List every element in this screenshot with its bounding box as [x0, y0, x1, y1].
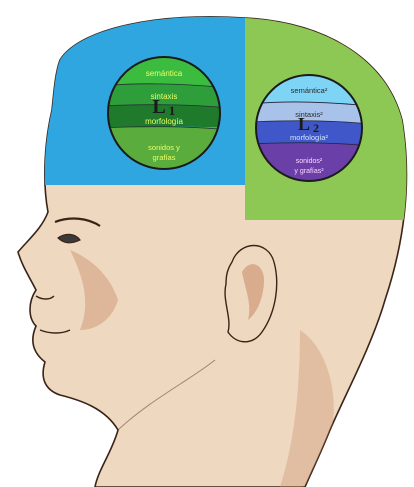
l2-layer-morphology: morfología²	[290, 133, 328, 142]
l1-layer-sounds: sonidos y	[148, 143, 180, 152]
l1-symbol: L	[152, 96, 165, 118]
head-illustration	[18, 10, 414, 487]
l1-subscript: 1	[169, 103, 176, 118]
l2-layer-semantics: semántica²	[291, 86, 328, 95]
l2-layer-graphs: y grafías²	[294, 168, 324, 175]
l1-layer-morphology: morfología	[145, 117, 183, 126]
l2-symbol: L	[298, 114, 310, 134]
l2-layer-sounds: sonidos²	[296, 158, 323, 165]
l1-layer-graphs: grafías	[153, 153, 176, 162]
l1-layer-semantics: semántica	[146, 69, 183, 78]
